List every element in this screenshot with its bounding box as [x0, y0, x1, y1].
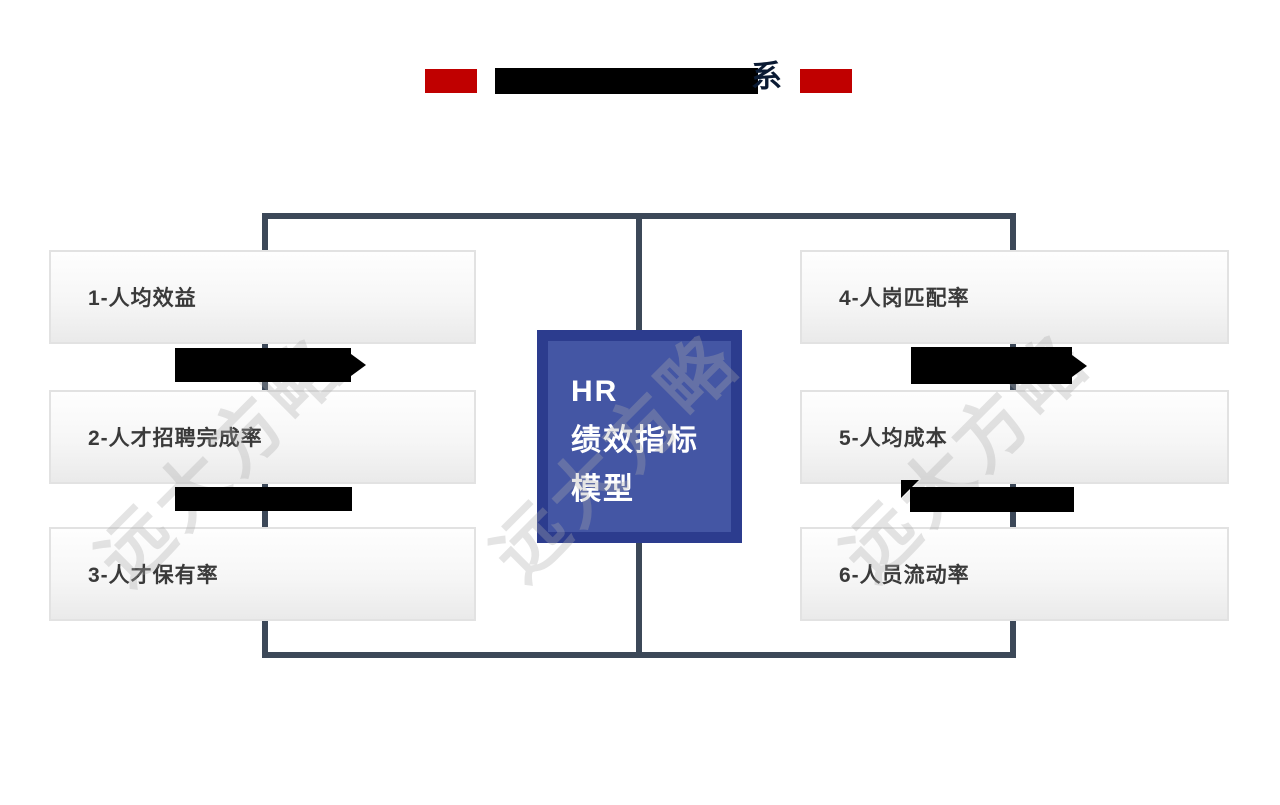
redaction-arrow-left-1: [175, 348, 366, 382]
kpi-box-2: 2-人才招聘完成率: [49, 390, 476, 484]
hr-model-line-1: HR: [571, 375, 619, 408]
title-accent-right: [800, 69, 852, 93]
redaction-arrow-right-1: [911, 347, 1087, 384]
kpi-box-3: 3-人才保有率: [49, 527, 476, 621]
title-redaction-bar: [495, 68, 758, 94]
kpi-label-4: 4-人岗匹配率: [839, 287, 970, 310]
redaction-bar-right-2: [910, 487, 1074, 512]
hr-model-line-3: 模型: [571, 473, 635, 506]
kpi-label-2: 2-人才招聘完成率: [88, 427, 263, 450]
title-accent-left: [425, 69, 477, 93]
hr-model-line-2: 绩效指标: [571, 424, 699, 457]
kpi-box-6: 6-人员流动率: [800, 527, 1229, 621]
hr-model-box: HR 绩效指标 模型: [537, 330, 742, 543]
kpi-box-1: 1-人均效益: [49, 250, 476, 344]
kpi-label-1: 1-人均效益: [88, 287, 197, 310]
kpi-box-4: 4-人岗匹配率: [800, 250, 1229, 344]
page-title: 系: [751, 59, 782, 94]
kpi-label-6: 6-人员流动率: [839, 564, 970, 587]
redaction-bar-left-2: [175, 487, 352, 511]
kpi-label-5: 5-人均成本: [839, 427, 948, 450]
kpi-label-3: 3-人才保有率: [88, 564, 219, 587]
hr-model-box-inner: HR 绩效指标 模型: [548, 341, 731, 532]
kpi-box-5: 5-人均成本: [800, 390, 1229, 484]
